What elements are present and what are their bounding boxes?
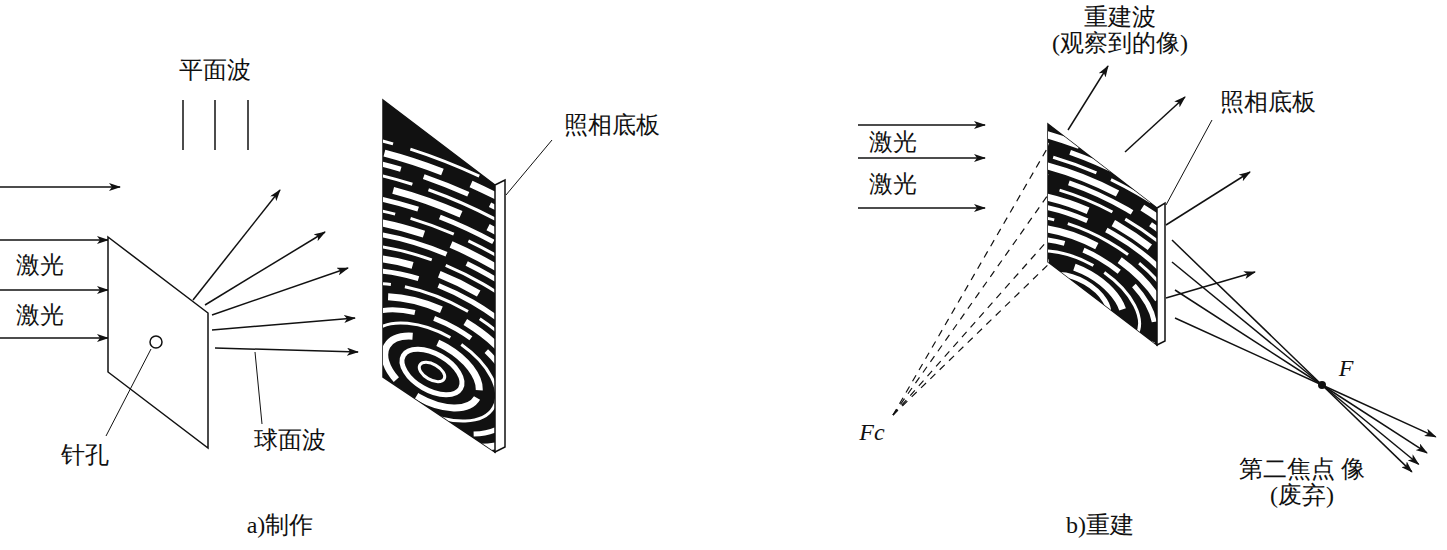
part-label: 重建波 (观察到的像) xyxy=(1033,4,1208,57)
laser-label: 激光 xyxy=(869,129,917,155)
fringe xyxy=(91,80,773,550)
part-label: 照相底板 xyxy=(564,112,660,138)
reconstructed-ray xyxy=(1068,66,1108,130)
plate-edge xyxy=(1157,203,1165,345)
diverging-ray xyxy=(1322,385,1419,464)
fringe xyxy=(26,24,838,550)
laser-arrow xyxy=(0,289,108,291)
converging-ray xyxy=(1172,262,1322,385)
fringe xyxy=(156,136,708,550)
spherical-wave-ray xyxy=(212,318,355,330)
laser-arrow xyxy=(858,207,985,209)
fringe xyxy=(955,197,1195,402)
part-label: 针孔 xyxy=(61,442,109,468)
pinhole-screen xyxy=(108,237,208,448)
virtual-ray xyxy=(893,232,1055,415)
laser-arrow xyxy=(0,337,108,339)
fringe xyxy=(286,247,578,497)
fringe xyxy=(416,358,448,385)
focal-point xyxy=(1318,381,1326,389)
part-label: 照相底板 xyxy=(1220,89,1316,115)
laser-label: 激光 xyxy=(16,302,64,328)
fringe xyxy=(178,154,687,550)
part-label: 球面波 xyxy=(254,427,326,453)
converging-ray xyxy=(1175,290,1322,385)
fringe xyxy=(264,228,599,515)
leader-line xyxy=(1166,120,1212,205)
leader-line xyxy=(255,352,262,424)
virtual-ray xyxy=(893,135,1055,415)
subfigure-caption: a)制作 xyxy=(247,512,314,538)
pinhole xyxy=(150,336,162,348)
converging-ray xyxy=(1172,240,1322,385)
fringe xyxy=(878,131,1273,469)
laser-arrow xyxy=(858,157,985,159)
leader-line xyxy=(506,140,552,195)
laser-arrow xyxy=(0,186,120,188)
virtual-ray xyxy=(893,258,1055,415)
reconstructed-ray xyxy=(1166,172,1250,225)
fringe xyxy=(47,43,816,550)
reconstructed-ray xyxy=(1125,97,1185,152)
spherical-wave-ray xyxy=(205,232,325,305)
fringe xyxy=(308,266,557,479)
fringe xyxy=(994,231,1156,370)
fringe xyxy=(394,340,469,404)
fringe xyxy=(69,62,795,550)
laser-arrow xyxy=(858,124,985,126)
fringe xyxy=(1033,264,1117,336)
plate-edge xyxy=(495,180,505,452)
laser-label: 激光 xyxy=(869,171,917,197)
fringe xyxy=(858,115,1292,486)
fringe xyxy=(897,148,1253,453)
diverging-ray xyxy=(1322,385,1427,453)
converging-ray xyxy=(1175,318,1322,385)
subfigure-caption: b)重建 xyxy=(1066,512,1134,538)
fringe xyxy=(373,321,492,423)
plane-wave-front xyxy=(182,100,184,150)
leader-line xyxy=(106,349,151,436)
focus-label: Fc xyxy=(859,419,884,445)
laser-arrow xyxy=(0,239,108,241)
spherical-wave-ray xyxy=(193,190,280,300)
spherical-wave-ray xyxy=(212,268,348,315)
part-label: 第二焦点 像(废弃) xyxy=(1232,456,1372,509)
laser-label: 激光 xyxy=(16,252,64,278)
fringe xyxy=(839,98,1311,502)
interference-fringes xyxy=(26,24,838,550)
plane-wave-front xyxy=(214,100,216,150)
wave-label: 平面波 xyxy=(179,57,251,83)
fringe xyxy=(199,173,665,550)
focus-label: F xyxy=(1339,355,1354,381)
spherical-wave-ray xyxy=(215,348,358,352)
fringe xyxy=(221,191,643,550)
diverging-ray xyxy=(1322,385,1436,437)
plane-wave-front xyxy=(247,100,249,150)
virtual-ray xyxy=(893,185,1055,415)
